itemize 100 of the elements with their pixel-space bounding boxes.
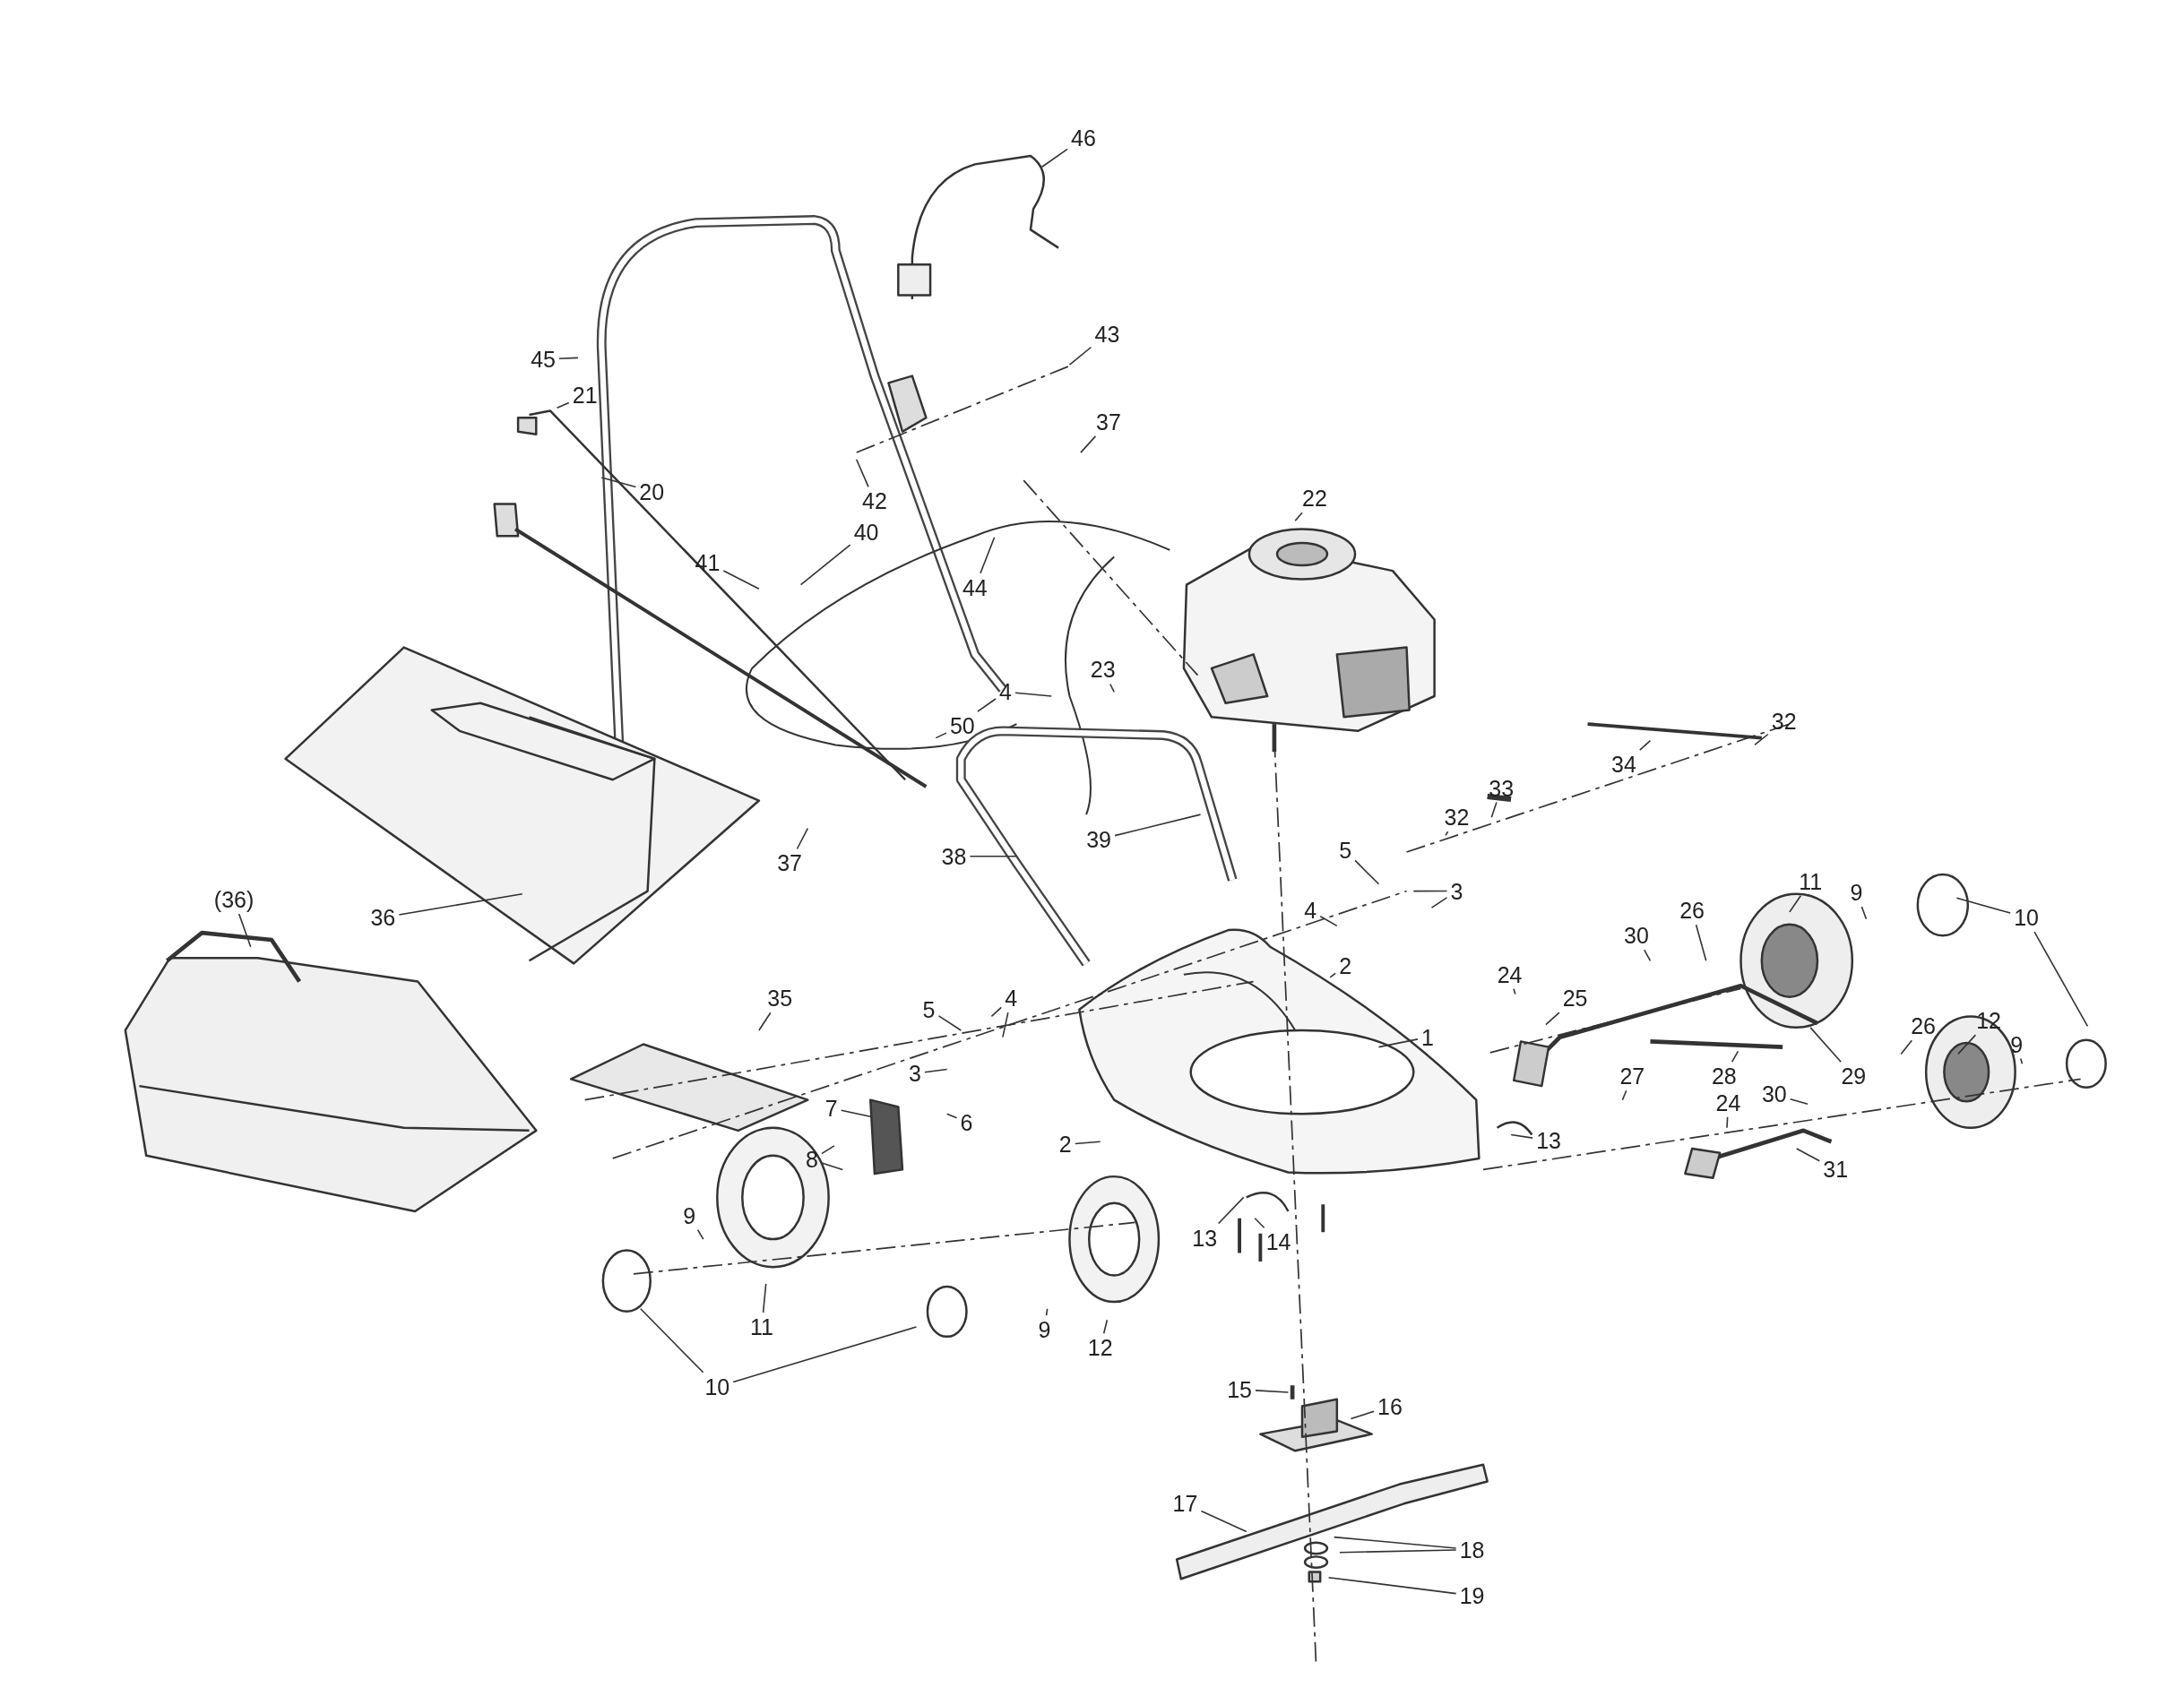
leader-line [556, 401, 570, 409]
leader-line [1754, 733, 1769, 746]
callout-number: 2 [1337, 953, 1354, 979]
callout-number: 29 [1839, 1063, 1869, 1089]
leader-line [1860, 906, 1868, 920]
leader-line [1795, 1148, 1821, 1162]
leader-line [945, 1113, 958, 1119]
leader-line [1339, 1549, 1457, 1554]
callout-number: 33 [1487, 775, 1516, 801]
callout-number: 26 [1678, 898, 1706, 924]
callout-number: 11 [1797, 868, 1825, 894]
callout-number: 8 [804, 1147, 820, 1173]
callout-number: 4 [1003, 986, 1020, 1012]
callout-number: 9 [1036, 1317, 1053, 1343]
callout-number: 2 [1057, 1132, 1074, 1158]
leader-line [732, 1326, 918, 1383]
leader-line [1430, 897, 1448, 908]
leader-line [1327, 1576, 1457, 1595]
callout-number: 7 [823, 1095, 840, 1121]
leader-line [696, 1228, 704, 1240]
leader-line [1726, 1116, 1729, 1129]
callout-number: 9 [681, 1202, 698, 1228]
callout-number: 42 [860, 488, 889, 514]
callout-number: 4 [997, 679, 1014, 705]
callout-number: 37 [1094, 409, 1123, 435]
leader-line [1957, 1034, 1977, 1055]
callout-number: (36) [211, 886, 256, 912]
callout-number: 1 [1419, 1024, 1436, 1050]
callout-number: 6 [958, 1109, 975, 1135]
callout-number: 15 [1225, 1376, 1254, 1402]
callout-number: 36 [368, 905, 398, 931]
callout-number: 43 [1092, 321, 1122, 347]
callout-number: 31 [1821, 1157, 1851, 1183]
callout-number: 41 [693, 549, 722, 575]
callout-number: 22 [1300, 486, 1329, 512]
callout-number: 27 [1618, 1063, 1647, 1089]
callout-number: 32 [1769, 708, 1799, 734]
leader-line [1545, 1012, 1560, 1026]
leader-line [1254, 1218, 1265, 1228]
leader-line [1329, 972, 1336, 978]
leader-line [758, 1012, 772, 1031]
callout-number: 11 [748, 1313, 775, 1339]
callout-number: 24 [1495, 961, 1524, 987]
callout-number: 5 [920, 996, 937, 1022]
callout-number: 13 [1534, 1127, 1563, 1153]
callout-number: 37 [775, 850, 804, 876]
leader-line [1621, 1089, 1627, 1101]
callout-number: 30 [1759, 1081, 1789, 1107]
leader-line [1789, 1098, 1808, 1106]
leader-line [1510, 1133, 1533, 1139]
leader-line [980, 537, 996, 574]
leader-line [1114, 814, 1202, 837]
callout-number: 12 [1085, 1335, 1115, 1361]
leader-line [1490, 801, 1498, 818]
callout-number: 45 [529, 346, 557, 372]
callout-number: 10 [703, 1373, 732, 1399]
leader-line [935, 732, 947, 739]
leader-line [1294, 512, 1303, 521]
leader-line [600, 477, 637, 488]
callout-number: 17 [1170, 1491, 1200, 1517]
callout-number: 16 [1376, 1393, 1404, 1419]
callout-number: 50 [947, 712, 977, 738]
callout-number: 3 [1448, 878, 1465, 904]
callout-number: 18 [1457, 1537, 1487, 1563]
callout-number: 35 [765, 986, 795, 1012]
callout-number: 20 [637, 478, 667, 504]
leader-line [1045, 1308, 1049, 1316]
leader-line [640, 1308, 704, 1373]
callout-number: 9 [2008, 1031, 2025, 1057]
callout-number: 39 [1084, 827, 1113, 853]
callout-number: 38 [939, 843, 969, 869]
leader-line [1350, 1410, 1375, 1420]
leader-line [821, 1145, 835, 1155]
leader-line [1789, 894, 1802, 913]
leader-line [237, 913, 252, 948]
leader-line [1068, 346, 1092, 366]
callout-number: 26 [1909, 1013, 1938, 1039]
callout-number: 5 [1337, 838, 1354, 864]
leader-line [2020, 1057, 2024, 1065]
leader-line [1513, 988, 1516, 995]
callout-number: 23 [1088, 657, 1118, 683]
leader-line [924, 1068, 948, 1073]
leader-line [1695, 924, 1707, 962]
leader-line [1040, 148, 1068, 168]
leader-line [796, 827, 809, 850]
leader-line [937, 1015, 963, 1031]
callout-number: 30 [1622, 923, 1651, 949]
callout-number: 10 [2012, 905, 2041, 931]
leader-line [1900, 1039, 1913, 1055]
leader-line [1412, 890, 1448, 892]
callout-number: 19 [1457, 1582, 1487, 1608]
callout-number: 32 [1442, 805, 1472, 831]
callout-number: 21 [570, 383, 600, 409]
leader-line [1731, 1050, 1739, 1063]
leader-line [1333, 1536, 1457, 1549]
leader-line [1109, 683, 1115, 693]
callout-number: 24 [1714, 1089, 1743, 1115]
callout-number: 34 [1610, 752, 1638, 778]
leader-line [1102, 1319, 1109, 1335]
leader-line [990, 1006, 1003, 1018]
